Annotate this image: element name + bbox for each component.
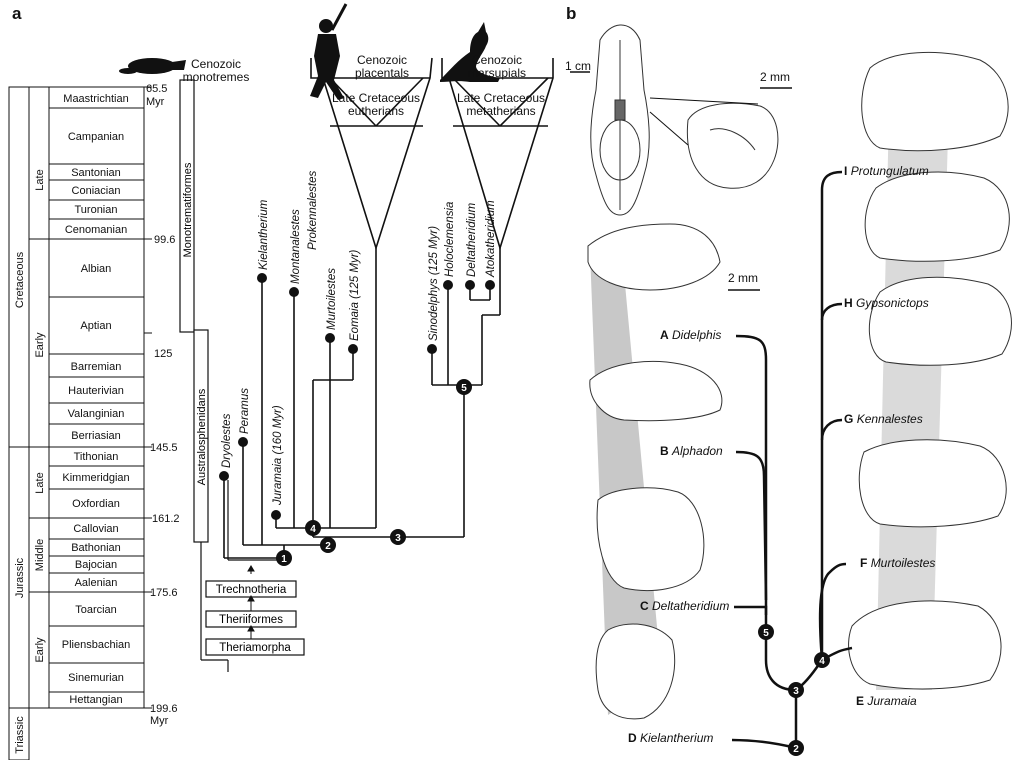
- group-eutherians-label: Late Cretaceous eutherians: [330, 92, 422, 118]
- taxon-holoclemensia: Holoclemensia: [444, 202, 456, 277]
- panel-b-nodes: 2 3 4 5: [758, 624, 830, 756]
- stage-label: Cenomanian: [65, 224, 127, 236]
- node-label: 3: [395, 533, 401, 544]
- stage-label: Toarcian: [75, 604, 117, 616]
- age-label: 161.2: [152, 513, 180, 525]
- group-metatherians-label: Late Cretaceous metatherians: [455, 92, 547, 118]
- clade-monotrematiformes: Monotrematiformes: [182, 162, 194, 257]
- taxon-eomaia: Eomaia (125 Myr): [349, 249, 361, 341]
- specimen-label-c: C Deltatheridium: [640, 599, 729, 613]
- rank-theriiformes: Theriiformes: [219, 614, 283, 626]
- specimen-label-b: B Alphadon: [660, 444, 723, 458]
- stage-label: Santonian: [71, 167, 121, 179]
- specimen-label-h: H Gypsonictops: [844, 296, 929, 310]
- taxon-prokennalestes: Prokennalestes: [307, 170, 319, 250]
- taxon-peramus: Peramus: [239, 388, 251, 434]
- scale-label-2mm: 2 mm: [728, 271, 758, 285]
- epoch-early-jurassic: Early: [34, 637, 46, 663]
- stage-label: Aptian: [80, 320, 111, 332]
- node-label: 1: [281, 554, 287, 565]
- taxon-dryolestes: Dryolestes: [221, 413, 233, 468]
- stage-label: Hauterivian: [68, 385, 124, 397]
- taxon-juramaia: Juramaia (160 Myr): [272, 405, 284, 506]
- specimen-label-g: G Kennalestes: [844, 412, 923, 426]
- node-label: 2: [325, 541, 331, 552]
- skull-icon: [591, 25, 650, 215]
- stage-label: Hettangian: [69, 694, 122, 706]
- stage-label: Sinemurian: [68, 672, 124, 684]
- age-label: 65.5: [146, 83, 167, 95]
- specimen-label-e: E Juramaia: [856, 694, 917, 708]
- stage-label: Maastrichtian: [63, 93, 128, 105]
- epoch-late-cretaceous: Late: [34, 169, 46, 190]
- panel-b-tree: [732, 172, 852, 748]
- stage-label: Callovian: [73, 523, 118, 535]
- taxon-sinodelphys: Sinodelphys (125 Myr): [428, 226, 440, 341]
- stage-label: Coniacian: [72, 185, 121, 197]
- stage-label: Tithonian: [74, 451, 119, 463]
- node-label: 3: [793, 686, 799, 697]
- age-label: 145.5: [150, 442, 178, 454]
- specimen-label-d: D Kielantherium: [628, 731, 713, 745]
- age-unit: Myr: [146, 96, 165, 108]
- stage-label: Kimmeridgian: [62, 472, 129, 484]
- tooth-icon: [650, 98, 778, 188]
- stage-label: Campanian: [68, 131, 124, 143]
- baseball-player-icon: [310, 4, 346, 100]
- age-label: 199.6: [150, 703, 178, 715]
- epoch-middle-jurassic: Middle: [34, 539, 46, 571]
- taxon-montanalestes: Montanalestes: [290, 209, 302, 284]
- specimen-label-a: A Didelphis: [660, 328, 721, 342]
- clade-australosphenidans: Australosphenidans: [196, 388, 208, 485]
- period-cretaceous: Cretaceous: [14, 251, 26, 308]
- stage-label: Bathonian: [71, 542, 121, 554]
- scale-label-1cm: 1 cm: [565, 59, 591, 73]
- age-label: 175.6: [150, 587, 178, 599]
- group-monotremes-label: Cenozoic monotremes: [166, 58, 266, 84]
- specimen-label-i: I Protungulatum: [844, 164, 929, 178]
- specimen-label-f: F Murtoilestes: [860, 556, 935, 570]
- panel-a-nodes: 1 2 3 4 5: [276, 379, 472, 566]
- age-unit: Myr: [150, 715, 169, 727]
- rank-trechnotheria: Trechnotheria: [216, 584, 287, 596]
- period-jurassic: Jurassic: [14, 557, 26, 598]
- rank-theriamorpha: Theriamorpha: [219, 642, 291, 654]
- stage-label: Valanginian: [68, 408, 125, 420]
- epoch-early-cretaceous: Early: [34, 332, 46, 358]
- stage-label: Berriasian: [71, 430, 121, 442]
- taxon-kielantherium: Kielantherium: [258, 199, 270, 270]
- taxon-atokatheridium: Atokatheridium: [485, 200, 497, 278]
- panel-b-diagram: 2 3 4 5: [560, 0, 1016, 760]
- stage-label: Bajocian: [75, 559, 117, 571]
- stage-label: Albian: [81, 263, 112, 275]
- period-triassic: Triassic: [14, 716, 26, 754]
- taxon-murtoilestes: Murtoilestes: [326, 268, 338, 330]
- age-label: 99.6: [154, 234, 175, 246]
- node-label: 4: [310, 524, 316, 535]
- shade-band-right: [876, 66, 950, 690]
- age-label: 125: [154, 348, 172, 360]
- stage-label: Barremian: [71, 361, 122, 373]
- epoch-late-jurassic: Late: [34, 472, 46, 493]
- scale-label-2mm-top: 2 mm: [760, 70, 790, 84]
- stage-label: Aalenian: [75, 577, 118, 589]
- stage-label: Pliensbachian: [62, 639, 131, 651]
- stage-label: Turonian: [74, 204, 117, 216]
- node-label: 4: [819, 656, 825, 667]
- taxon-deltatheridium: Deltatheridium: [466, 202, 478, 277]
- stage-label: Oxfordian: [72, 498, 120, 510]
- panel-a-tree: [224, 248, 500, 558]
- group-placentals-label: Cenozoic placentals: [342, 54, 422, 80]
- node-label: 5: [763, 628, 769, 639]
- group-marsupials-label: Cenozoic marsupials: [456, 54, 538, 80]
- node-label: 5: [461, 383, 467, 394]
- node-label: 2: [793, 744, 799, 755]
